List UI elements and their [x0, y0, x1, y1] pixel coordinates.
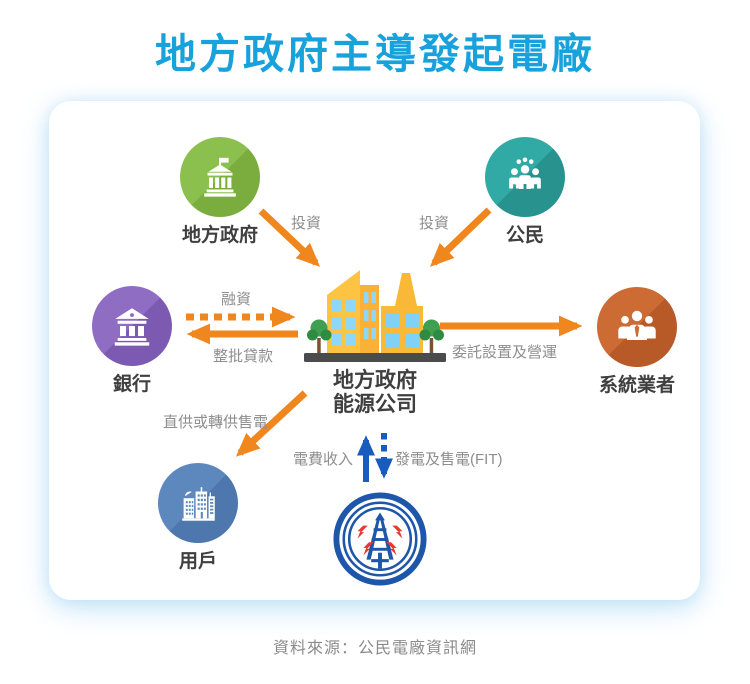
factory-illustration [304, 270, 446, 362]
energy-company-label: 地方政府 能源公司 [333, 369, 417, 417]
taipower-tower-emblem [366, 512, 394, 569]
taipower-lightning-bolts [357, 525, 403, 556]
entity-circle-bank [92, 286, 172, 366]
energy-company-label-line1: 地方政府 [333, 369, 417, 392]
entity-label-local-government: 地方政府 [181, 225, 258, 246]
flow-label-commission: 委託設置及營運 [452, 344, 558, 361]
source-caption: 資料來源：公民電廠資訊網 [272, 640, 477, 657]
entity-citizens: 公民 [465, 137, 585, 247]
entity-circle-users [158, 463, 238, 543]
bank-columns-icon [114, 308, 150, 346]
entity-label-users: 用戶 [178, 551, 217, 572]
flow-label-electricity-income: 電費收入 [293, 451, 354, 468]
entity-users: 用戶 [138, 463, 258, 573]
flow-label-generation-sale: 發電及售電(FIT) [395, 451, 503, 468]
flow-label-financing: 融資 [221, 291, 252, 308]
city-buildings-icon [182, 487, 215, 521]
entity-label-system-operator: 系統業者 [598, 375, 675, 396]
entity-circle-system-operator [597, 287, 677, 367]
flow-label-direct-supply: 直供或轉供售電 [163, 414, 269, 431]
entity-local-government: 地方政府 [160, 137, 280, 247]
flow-label-invest-right: 投資 [419, 215, 450, 232]
tree-left [307, 319, 332, 353]
entity-energy-company: 地方政府 能源公司 [298, 258, 452, 417]
government-building-icon [204, 157, 236, 197]
page-title: 地方政府主導發起電廠 [155, 31, 595, 77]
flow-label-invest-left: 投資 [291, 215, 322, 232]
entity-circle-local-government [180, 137, 260, 217]
crowd-icon [509, 157, 541, 189]
entity-system-operator: 系統業者 [577, 287, 697, 397]
business-team-icon [618, 310, 656, 340]
energy-company-label-line2: 能源公司 [333, 393, 417, 416]
entity-bank: 銀行 [72, 286, 192, 396]
taipower-logo [333, 492, 427, 586]
entity-circle-citizens [485, 137, 565, 217]
flow-label-batch-loan: 整批貸款 [213, 348, 274, 365]
entity-label-bank: 銀行 [112, 374, 151, 395]
entity-label-citizens: 公民 [505, 225, 544, 246]
tree-right [419, 319, 444, 353]
